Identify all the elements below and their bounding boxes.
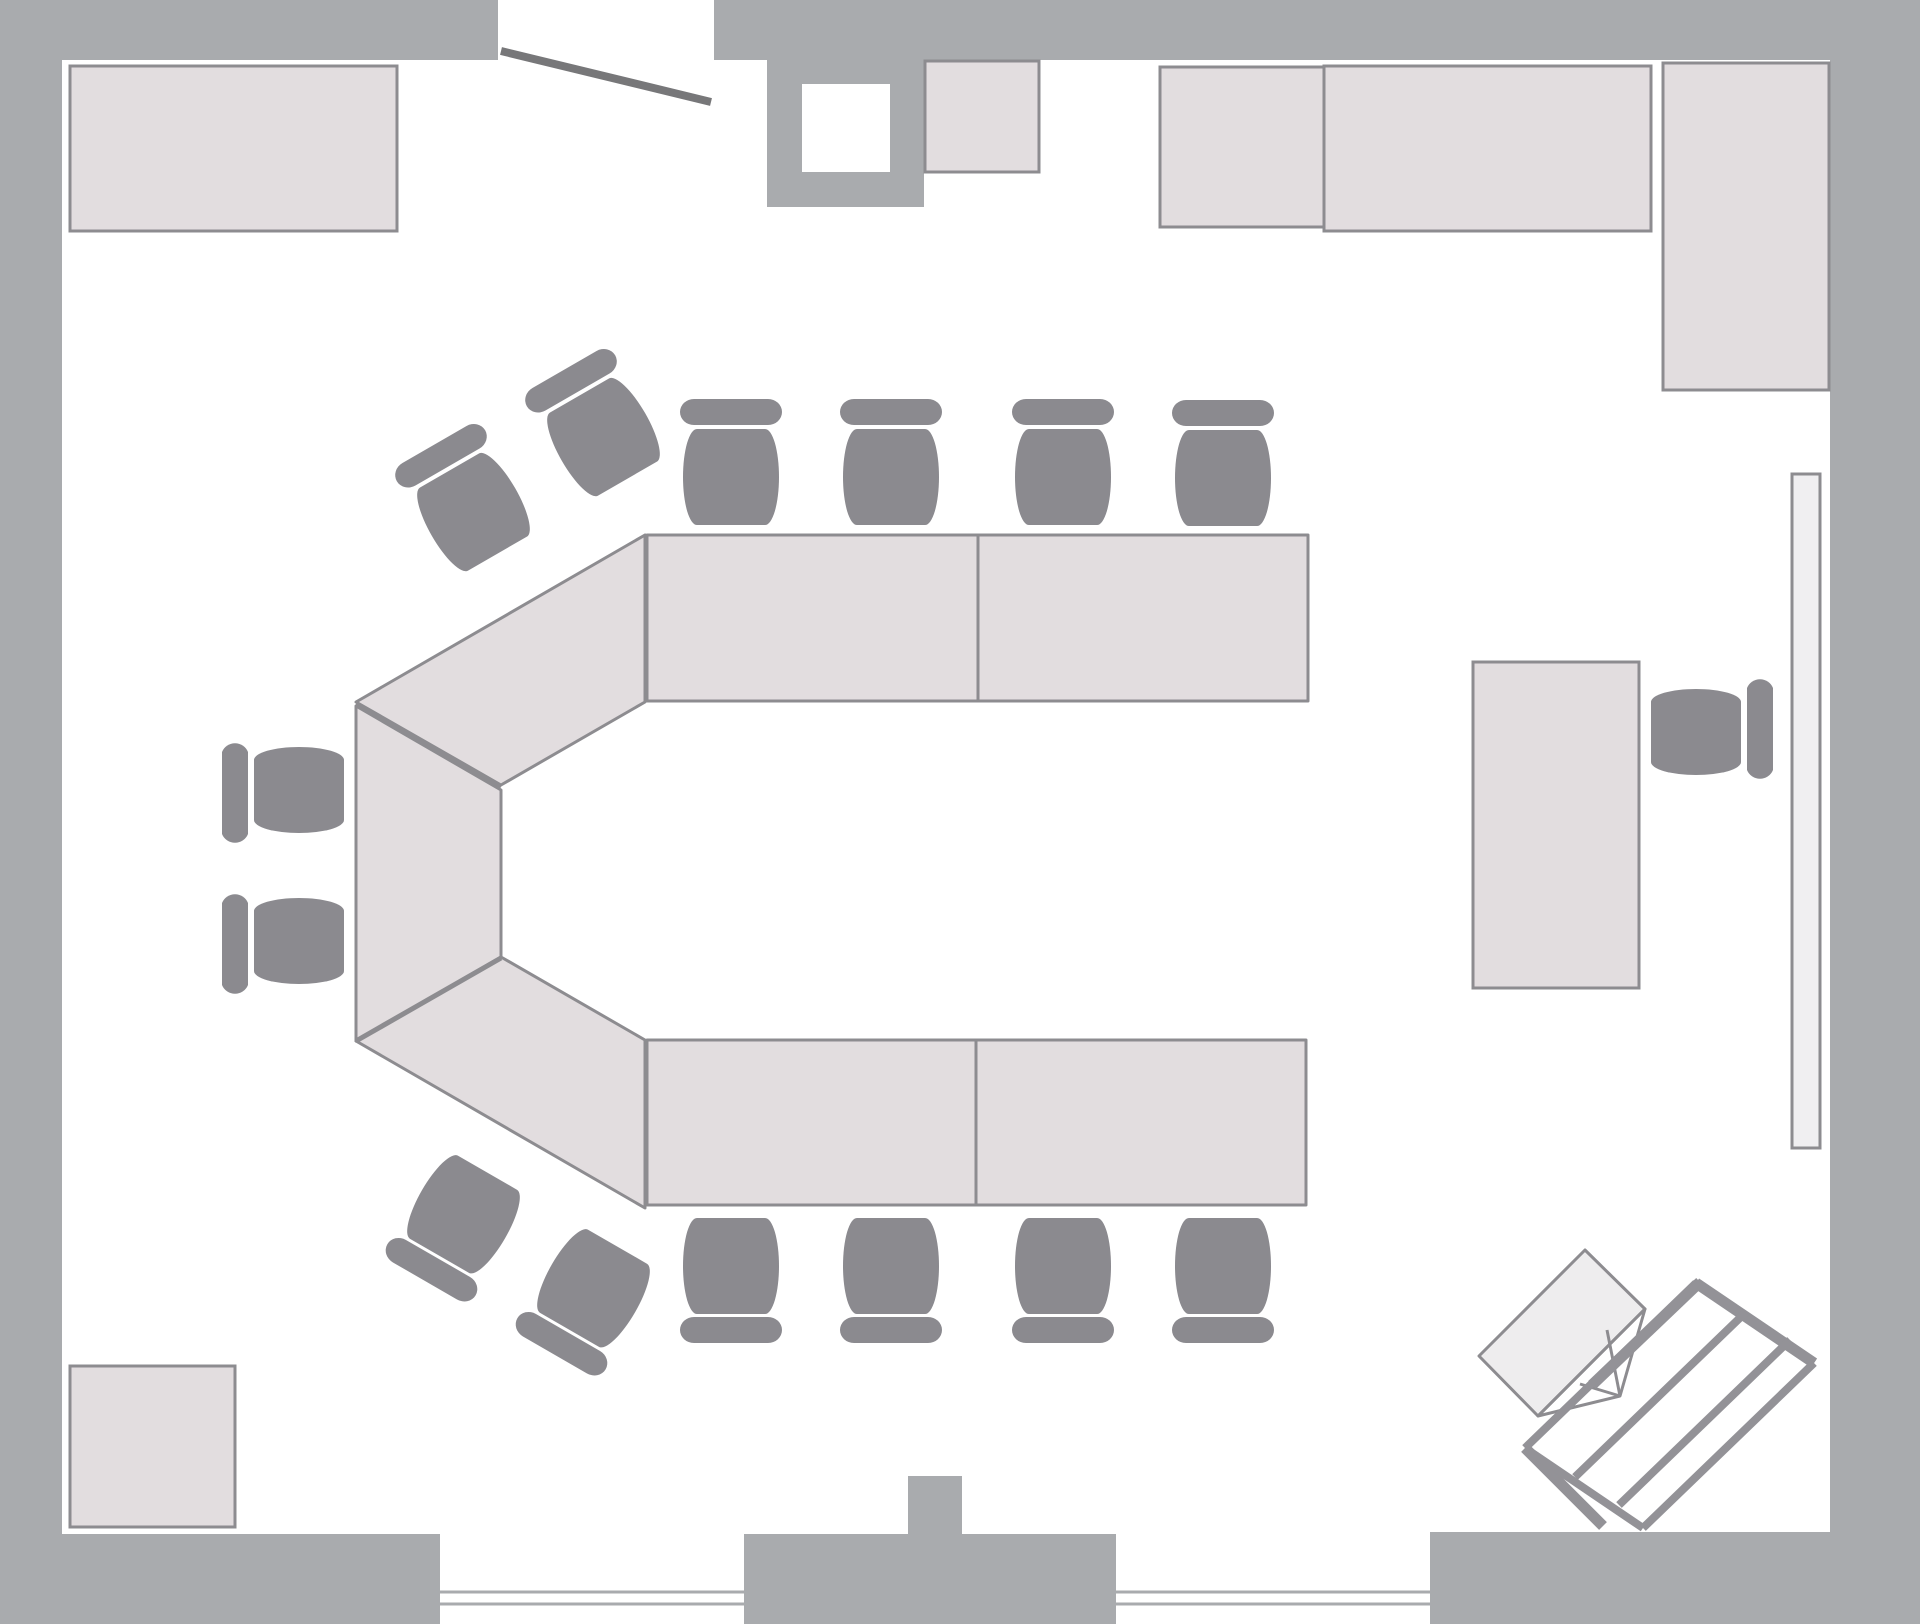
chair-icon [1012,1218,1114,1343]
easel-icon [1477,1248,1818,1532]
chair-icon [1172,400,1274,526]
wall-south-right [1430,1532,1920,1624]
whiteboard [1790,472,1822,1150]
cabinet [68,64,399,233]
wall-west [0,0,62,1624]
side-table [68,1364,237,1529]
conference-table [354,533,1310,1210]
chair-icon [680,1218,782,1343]
window-icon [440,1590,744,1606]
table-segment [976,533,1310,703]
window-icon [1116,1590,1430,1606]
table-segment [645,1038,978,1207]
chair-icon [222,743,344,843]
cabinet [1158,65,1328,229]
chair-icon [380,1147,532,1307]
cabinet [1322,64,1653,233]
table-segment [974,1038,1308,1207]
chair-icon [840,399,942,525]
chair-icon [390,418,542,580]
wall-south-pillar [908,1476,962,1536]
cabinets [68,59,1831,1529]
cabinet [923,59,1041,174]
table-inner-edges [354,701,503,1044]
chair-icon [510,1221,662,1381]
wall-east [1830,0,1920,1624]
chair-icon [222,894,344,994]
chair-icon [680,399,782,525]
cabinet [1661,61,1831,392]
chair-icon [840,1218,942,1343]
chair-icon [1012,399,1114,525]
chair-icon [520,343,672,505]
table-segment [645,533,980,703]
wall-north-left [0,0,498,60]
side-desk [1471,660,1641,990]
chair-icon [1651,679,1773,779]
wall-north-right [714,0,1920,60]
door-icon[interactable] [500,47,712,106]
chair-icon [1172,1218,1274,1343]
wall-south-left [0,1534,440,1624]
wall-south-middle [744,1534,1116,1624]
wall-niche [767,54,924,207]
